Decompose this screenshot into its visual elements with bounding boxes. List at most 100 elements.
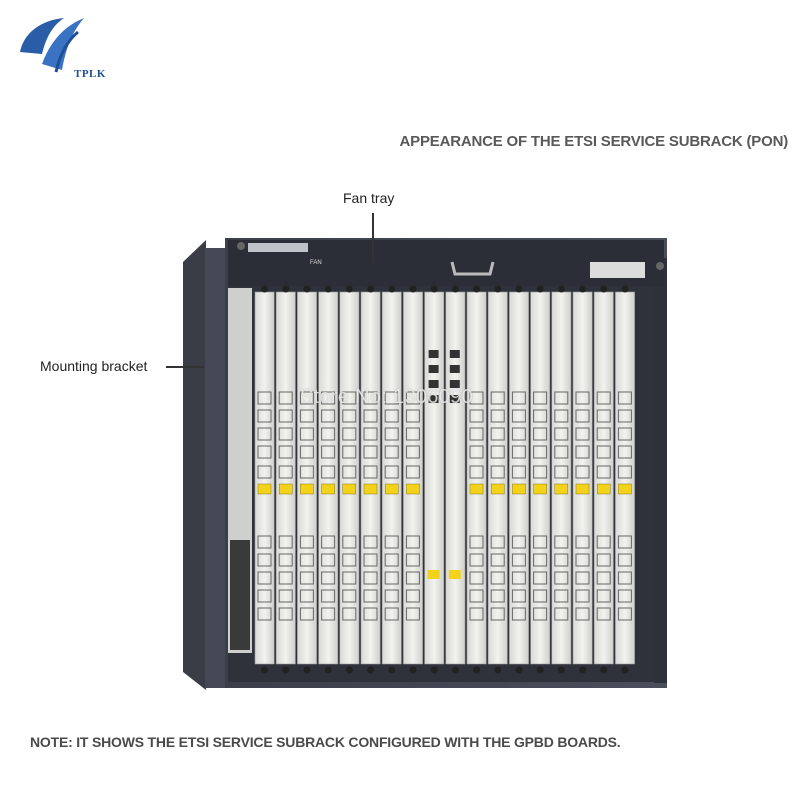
board-ethernet-port <box>428 350 439 358</box>
board-optical-port <box>299 391 314 405</box>
board-optical-port <box>384 391 399 405</box>
board-optical-port <box>257 465 272 479</box>
board-optical-port <box>257 607 272 621</box>
board-optical-port <box>533 553 548 567</box>
board-warning-label <box>596 483 611 495</box>
board-optical-port <box>469 553 484 567</box>
board-optical-port <box>405 571 420 585</box>
board-optical-port <box>575 571 590 585</box>
board-optical-port <box>533 607 548 621</box>
board-optical-port <box>575 607 590 621</box>
board-optical-port <box>363 427 378 441</box>
board-screw-bottom <box>579 666 587 674</box>
board-optical-port <box>342 445 357 459</box>
board-screw-top <box>536 285 544 293</box>
board-optical-port <box>490 465 505 479</box>
board-optical-port <box>257 445 272 459</box>
board-optical-port <box>469 607 484 621</box>
board-optical-port <box>554 427 569 441</box>
board-optical-port <box>575 535 590 549</box>
board-optical-port <box>469 391 484 405</box>
board-optical-port <box>533 445 548 459</box>
board-optical-port <box>575 409 590 423</box>
fan-tray-pointer <box>372 213 374 263</box>
fan-tray-label: Fan tray <box>343 190 395 206</box>
board-warning-label <box>575 483 590 495</box>
board-optical-port <box>469 535 484 549</box>
board-screw-top <box>430 285 438 293</box>
board-optical-port <box>342 391 357 405</box>
board-optical-port <box>617 535 632 549</box>
right-side-panel <box>654 258 667 683</box>
board-optical-port <box>342 465 357 479</box>
board-optical-port <box>617 589 632 603</box>
board-warning-label <box>427 570 440 579</box>
board-optical-port <box>321 391 336 405</box>
board-optical-port <box>469 465 484 479</box>
board-optical-port <box>554 445 569 459</box>
board-optical-port <box>342 571 357 585</box>
board-screw-top <box>451 285 459 293</box>
board-screw-bottom <box>282 666 290 674</box>
board <box>445 291 466 665</box>
board-optical-port <box>342 427 357 441</box>
board-screw-bottom <box>324 666 332 674</box>
board-optical-port <box>278 589 293 603</box>
board-optical-port <box>384 571 399 585</box>
board-optical-port <box>278 465 293 479</box>
board-optical-port <box>321 409 336 423</box>
board-warning-label <box>342 483 357 495</box>
board-screw-top <box>515 285 523 293</box>
page-heading: APPEARANCE OF THE ETSI SERVICE SUBRACK (… <box>399 133 789 150</box>
board-optical-port <box>617 607 632 621</box>
board-optical-port <box>596 589 611 603</box>
board-optical-port <box>278 409 293 423</box>
board-screw-top <box>579 285 587 293</box>
board-optical-port <box>617 445 632 459</box>
board-optical-port <box>257 553 272 567</box>
board-optical-port <box>299 571 314 585</box>
board-warning-label <box>554 483 569 495</box>
board-screw-bottom <box>515 666 523 674</box>
board-optical-port <box>405 535 420 549</box>
board-optical-port <box>278 553 293 567</box>
board-warning-label <box>278 483 293 495</box>
board-optical-port <box>575 465 590 479</box>
board-optical-port <box>596 535 611 549</box>
board-optical-port <box>384 427 399 441</box>
board-screw-bottom <box>494 666 502 674</box>
board-optical-port <box>596 553 611 567</box>
board-optical-port <box>490 535 505 549</box>
board-optical-port <box>299 465 314 479</box>
board-optical-port <box>299 607 314 621</box>
board-screw-top <box>621 285 629 293</box>
figure-note: NOTE: IT SHOWS THE ETSI SERVICE SUBRACK … <box>30 734 621 750</box>
board-optical-port <box>511 589 526 603</box>
board-optical-port <box>405 607 420 621</box>
board-optical-port <box>384 465 399 479</box>
service-boards <box>254 285 635 674</box>
board-screw-top <box>324 285 332 293</box>
board-optical-port <box>384 535 399 549</box>
board-optical-port <box>363 571 378 585</box>
board-warning-label <box>618 483 632 495</box>
board-optical-port <box>299 553 314 567</box>
board-optical-port <box>257 589 272 603</box>
board-optical-port <box>490 589 505 603</box>
board-optical-port <box>617 391 632 405</box>
board-optical-port <box>596 571 611 585</box>
board-optical-port <box>511 571 526 585</box>
board-optical-port <box>617 571 632 585</box>
board-optical-port <box>554 553 569 567</box>
board-optical-port <box>363 607 378 621</box>
board-optical-port <box>596 391 611 405</box>
board-optical-port <box>533 571 548 585</box>
board-optical-port <box>384 445 399 459</box>
board-optical-port <box>554 571 569 585</box>
board-optical-port <box>617 427 632 441</box>
board-optical-port <box>321 589 336 603</box>
board-optical-port <box>384 589 399 603</box>
board-ethernet-port <box>428 365 439 373</box>
board-screw-top <box>388 285 396 293</box>
board-optical-port <box>511 445 526 459</box>
